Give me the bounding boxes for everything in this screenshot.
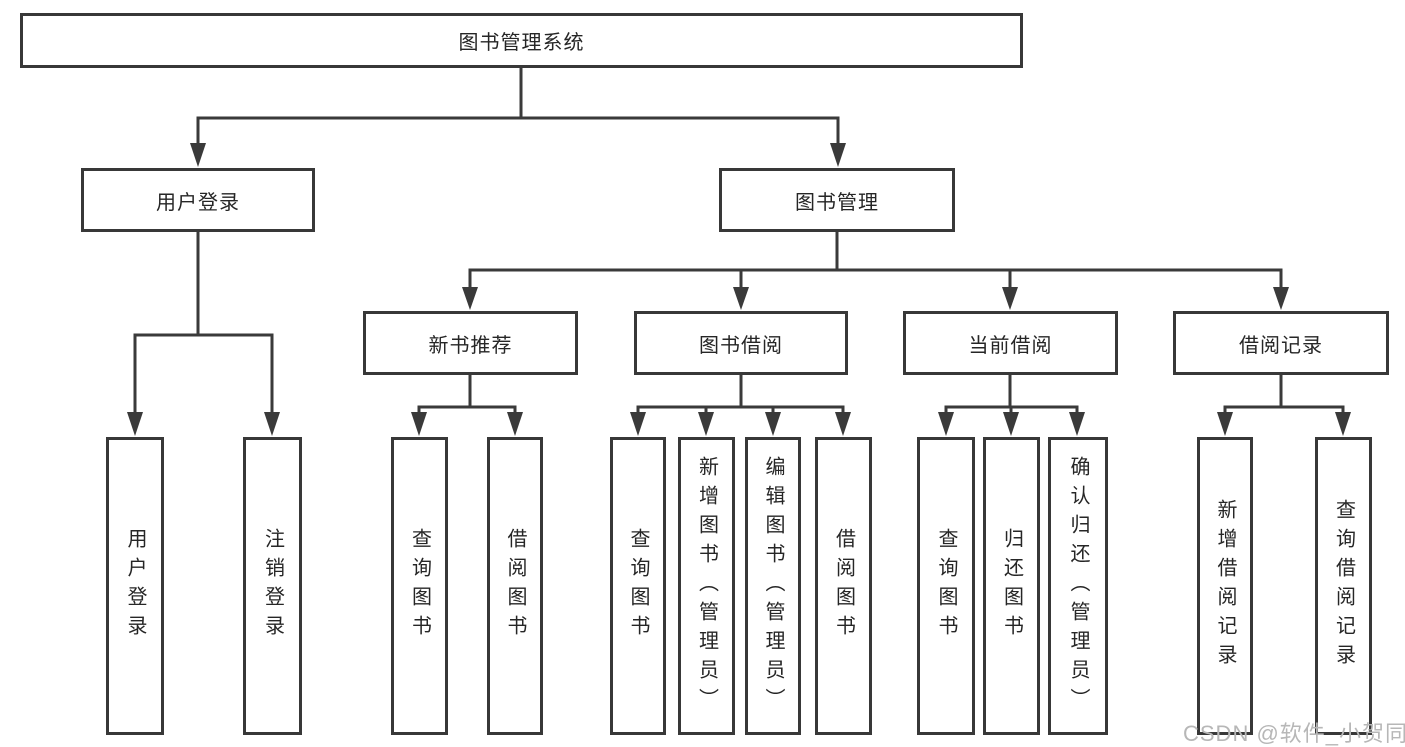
connector-borrow-to-leaves	[630, 375, 851, 436]
node-book-management: 图书管理	[719, 168, 955, 232]
leaf-borrow-borrow-books: 借阅图书	[815, 437, 872, 735]
leaf-borrow-edit-books-admin: 编辑图书（管理员）	[745, 437, 801, 735]
leaf-logout-label: 注销登录	[261, 528, 284, 644]
leaf-newbook-borrow-books-label: 借阅图书	[504, 528, 526, 644]
leaf-borrow-query-books-label: 查询图书	[627, 528, 649, 644]
node-root-label: 图书管理系统	[458, 32, 585, 54]
leaf-current-confirm-return-admin: 确认归还（管理员）	[1048, 437, 1108, 735]
leaf-newbook-query-books-label: 查询图书	[408, 528, 431, 644]
connector-login-to-leaves	[127, 232, 280, 436]
node-borrow-records: 借阅记录	[1173, 311, 1389, 375]
leaf-user-login: 用户登录	[106, 437, 164, 735]
leaf-borrow-edit-books-admin-label: 编辑图书（管理员）	[762, 455, 784, 717]
leaf-current-query-books: 查询图书	[917, 437, 975, 735]
node-current-borrow-label: 当前借阅	[968, 334, 1053, 357]
leaf-current-return-books-label: 归还图书	[1000, 528, 1023, 644]
leaf-borrow-borrow-books-label: 借阅图书	[832, 528, 855, 644]
leaf-newbook-query-books: 查询图书	[391, 437, 448, 735]
node-user-login: 用户登录	[81, 168, 315, 232]
node-new-book-recommend-label: 新书推荐	[428, 334, 513, 357]
connector-current-to-leaves	[938, 375, 1085, 436]
node-book-borrow-label: 图书借阅	[699, 334, 783, 357]
node-book-management-label: 图书管理	[795, 191, 879, 214]
csdn-watermark: CSDN @软件_小贺同学	[1183, 721, 1405, 746]
connector-records-to-leaves	[1217, 375, 1351, 436]
leaf-records-add-record-label: 新增借阅记录	[1214, 499, 1236, 673]
node-book-borrow: 图书借阅	[634, 311, 848, 375]
leaf-records-query-record: 查询借阅记录	[1315, 437, 1372, 735]
leaf-current-query-books-label: 查询图书	[935, 528, 957, 644]
connector-manage-to-level3	[462, 232, 1289, 310]
node-new-book-recommend: 新书推荐	[363, 311, 578, 375]
leaf-records-add-record: 新增借阅记录	[1197, 437, 1253, 735]
leaf-newbook-borrow-books: 借阅图书	[487, 437, 543, 735]
leaf-records-query-record-label: 查询借阅记录	[1332, 499, 1355, 673]
node-user-login-label: 用户登录	[156, 191, 240, 214]
leaf-borrow-add-books-admin: 新增图书（管理员）	[678, 437, 735, 735]
node-current-borrow: 当前借阅	[903, 311, 1118, 375]
leaf-current-return-books: 归还图书	[983, 437, 1040, 735]
leaf-borrow-add-books-admin-label: 新增图书（管理员）	[695, 455, 718, 717]
leaf-user-login-label: 用户登录	[124, 528, 146, 644]
connector-root-to-level2	[190, 68, 846, 167]
connector-newbook-to-leaves	[411, 375, 523, 436]
leaf-borrow-query-books: 查询图书	[610, 437, 666, 735]
node-borrow-records-label: 借阅记录	[1239, 334, 1323, 357]
node-root: 图书管理系统	[20, 13, 1023, 68]
leaf-logout: 注销登录	[243, 437, 302, 735]
leaf-current-confirm-return-admin-label: 确认归还（管理员）	[1067, 455, 1089, 717]
